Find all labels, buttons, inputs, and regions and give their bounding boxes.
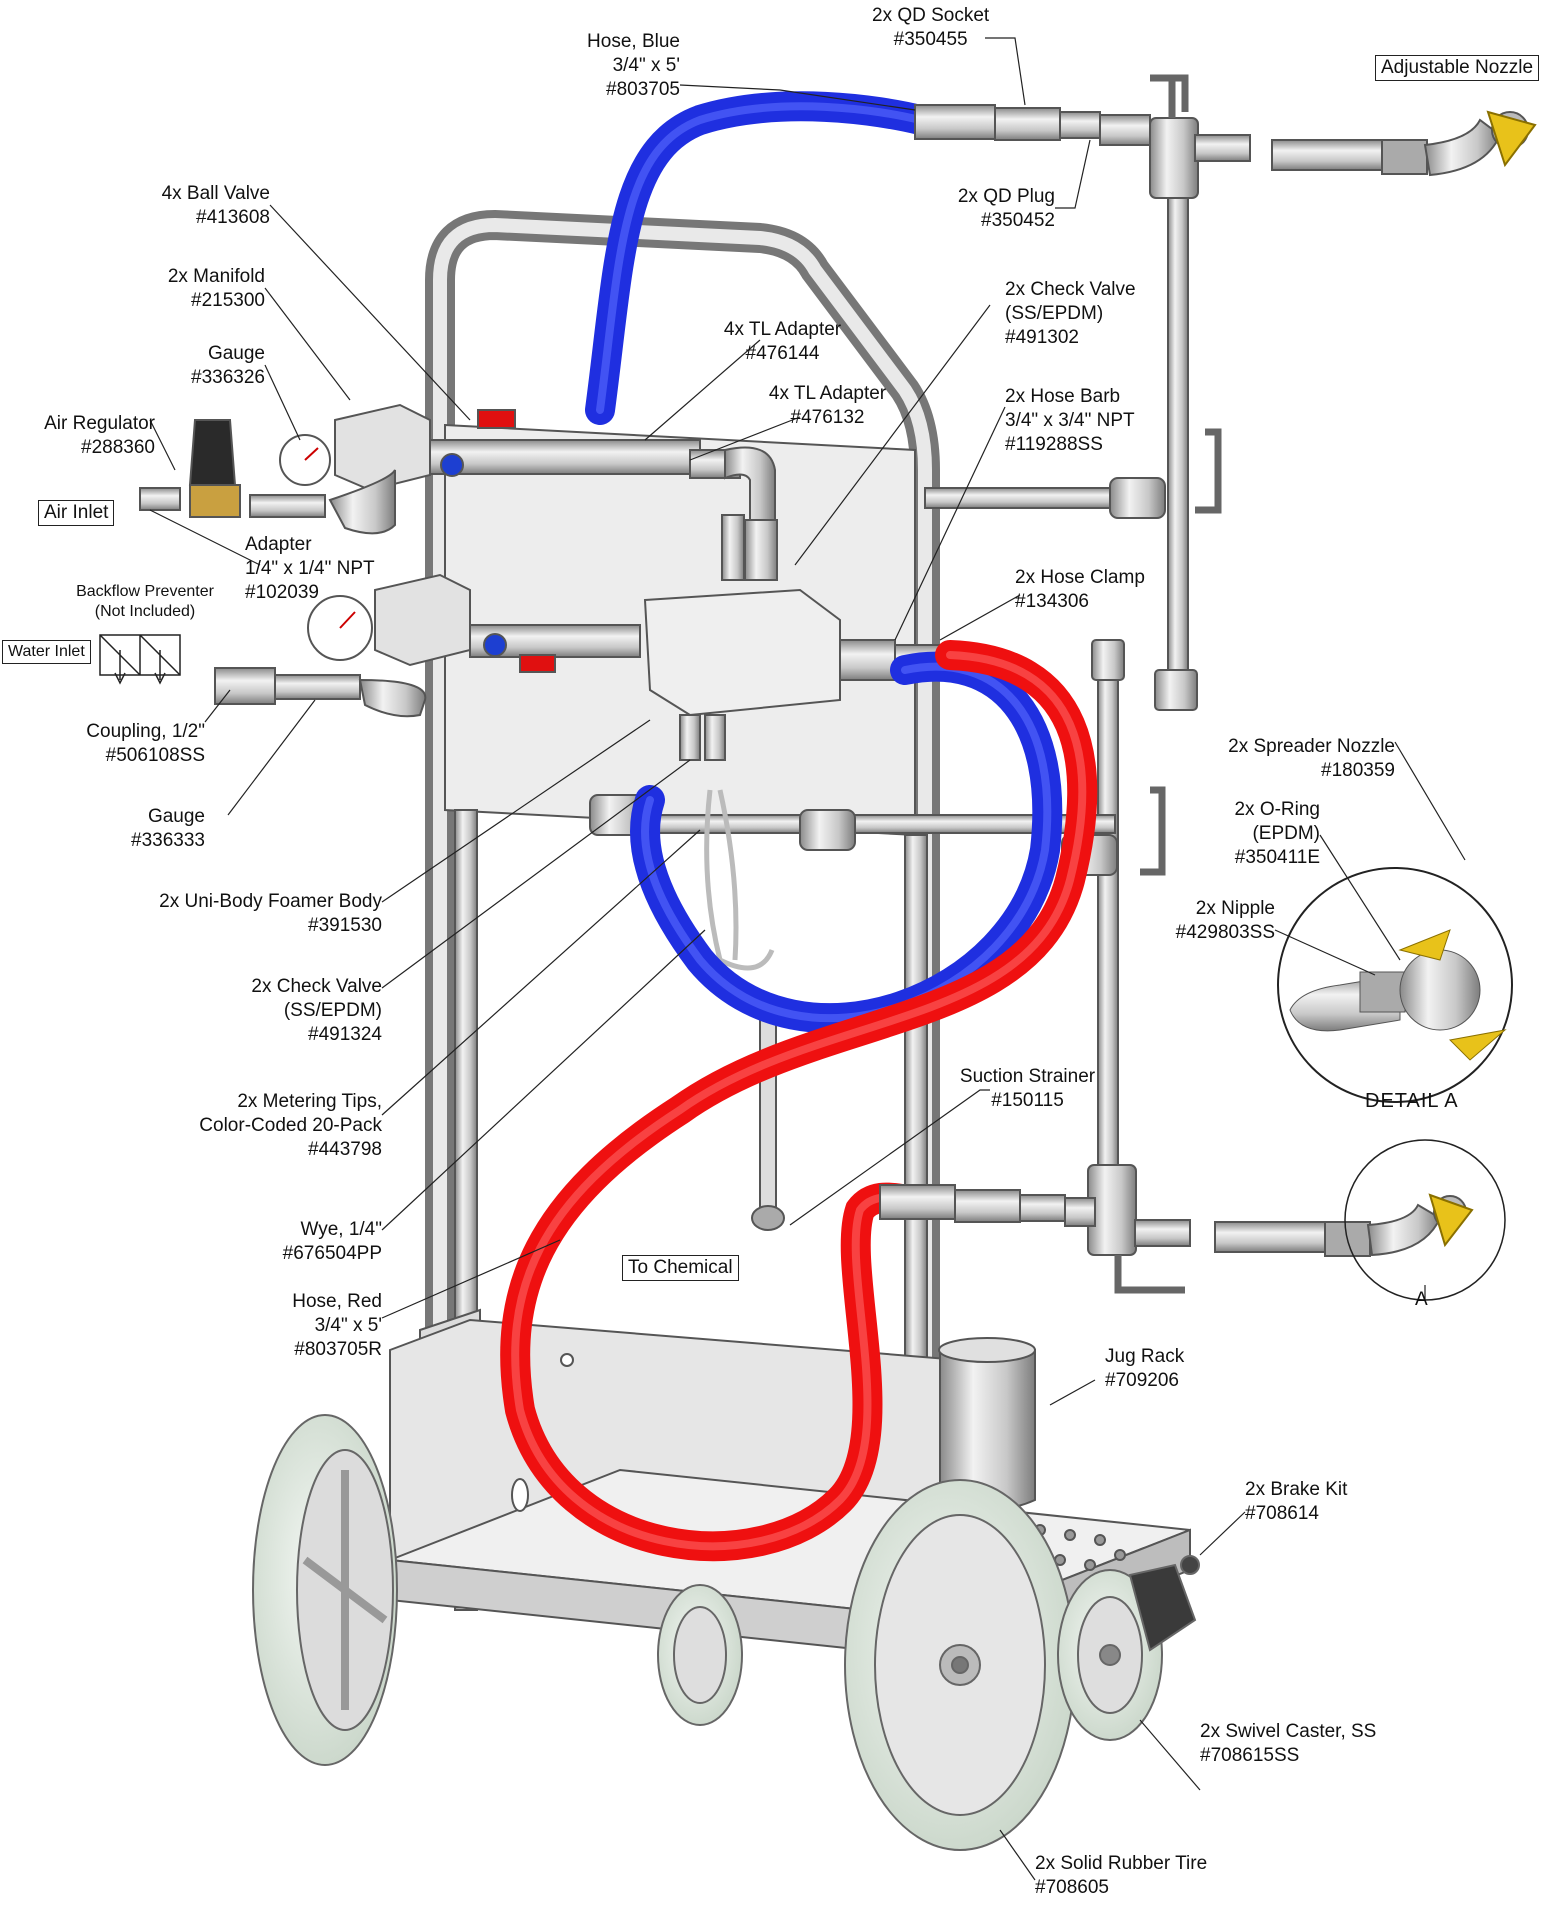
air-regulator <box>188 419 237 486</box>
front-wheel <box>844 1479 1076 1851</box>
callout-air-regulator: Air Regulator#288360 <box>44 413 155 458</box>
callout-brake-kit: 2x Brake Kit#708614 <box>1245 1479 1348 1524</box>
callout-qd-plug: 2x QD Plug#350452 <box>957 186 1055 231</box>
callout-manifold: 2x Manifold#215300 <box>167 266 265 311</box>
foamer-body <box>643 588 841 717</box>
nozzle-lever-lower <box>1428 1193 1474 1248</box>
callout-tl-adapter-1: 4x TL Adapter#476144 <box>723 319 842 364</box>
upper-manifold-assembly <box>139 403 778 581</box>
ball-valve-red-lower <box>519 654 556 673</box>
callout-hose-clamp: 2x Hose Clamp#134306 <box>1015 567 1145 612</box>
callout-nipple: 2x Nipple#429803SS <box>1175 898 1275 943</box>
callout-metering-tips: 2x Metering Tips,Color-Coded 20-Pack#443… <box>199 1091 382 1160</box>
ball-valve-red-upper <box>477 409 516 429</box>
hose-red <box>500 640 1098 1562</box>
qd-fittings-lower <box>879 1184 1096 1227</box>
callout-spreader-nozzle: 2x Spreader Nozzle#180359 <box>1228 736 1395 781</box>
brake-kit <box>1128 1563 1197 1652</box>
manifold-lower <box>374 573 471 667</box>
callout-tl-adapter-2: 4x TL Adapter#476132 <box>768 383 887 428</box>
callout-jug-rack: Jug Rack#709206 <box>1105 1346 1185 1391</box>
nozzle-elbow-lower <box>1366 1203 1442 1257</box>
callout-foamer-body: 2x Uni-Body Foamer Body#391530 <box>159 891 382 936</box>
callout-ball-valve: 4x Ball Valve#413608 <box>161 183 270 228</box>
backflow-preventer-symbol <box>99 634 181 685</box>
callout-coupling: Coupling, 1/2"#506108SS <box>86 721 205 766</box>
manifold-upper <box>334 403 431 492</box>
nozzle-elbow-upper <box>1423 118 1502 177</box>
box-air-inlet: Air Inlet <box>38 500 115 526</box>
callout-o-ring: 2x O-Ring(EPDM)#350411E <box>1234 799 1320 868</box>
leader-lines <box>149 37 1466 1881</box>
callout-tire: 2x Solid Rubber Tire#708605 <box>1035 1853 1208 1898</box>
callout-suction-strainer: Suction Strainer#150115 <box>959 1066 1096 1111</box>
callout-swivel-caster: 2x Swivel Caster, SS#708615SS <box>1200 1721 1377 1766</box>
callout-backflow: Backflow Preventer(Not Included) <box>76 583 214 620</box>
caster-wheel-rear <box>657 1584 743 1726</box>
callout-gauge-2: Gauge#336333 <box>131 806 205 851</box>
callout-qd-socket: 2x QD Socket#350455 <box>872 5 990 50</box>
ball-valve-blue-lower <box>483 633 507 657</box>
lower-spray-post <box>1087 639 1474 1294</box>
box-adjustable-nozzle: Adjustable Nozzle <box>1375 55 1540 81</box>
callout-wye: Wye, 1/4"#676504PP <box>282 1219 382 1264</box>
wye <box>704 789 775 971</box>
detail-a-marker: A <box>1415 1289 1428 1310</box>
box-to-chemical: To Chemical <box>622 1255 739 1281</box>
detail-a-circle <box>1277 867 1513 1103</box>
upper-spray-post <box>924 74 1537 711</box>
box-water-inlet: Water Inlet <box>2 640 91 664</box>
ball-valve-blue-upper <box>440 453 464 477</box>
nozzle-lever-upper <box>1486 110 1537 168</box>
detail-a-title: DETAIL A <box>1365 1090 1459 1112</box>
qd-fittings-upper <box>914 104 1151 146</box>
swivel-caster <box>1057 1555 1200 1741</box>
rear-wheel-left <box>252 1414 398 1766</box>
callout-check-valve-2: 2x Check Valve(SS/EPDM)#491324 <box>251 976 382 1045</box>
callout-check-valve-1: 2x Check Valve(SS/EPDM)#491302 <box>1005 279 1136 348</box>
callout-gauge-1: Gauge#336326 <box>191 343 265 388</box>
